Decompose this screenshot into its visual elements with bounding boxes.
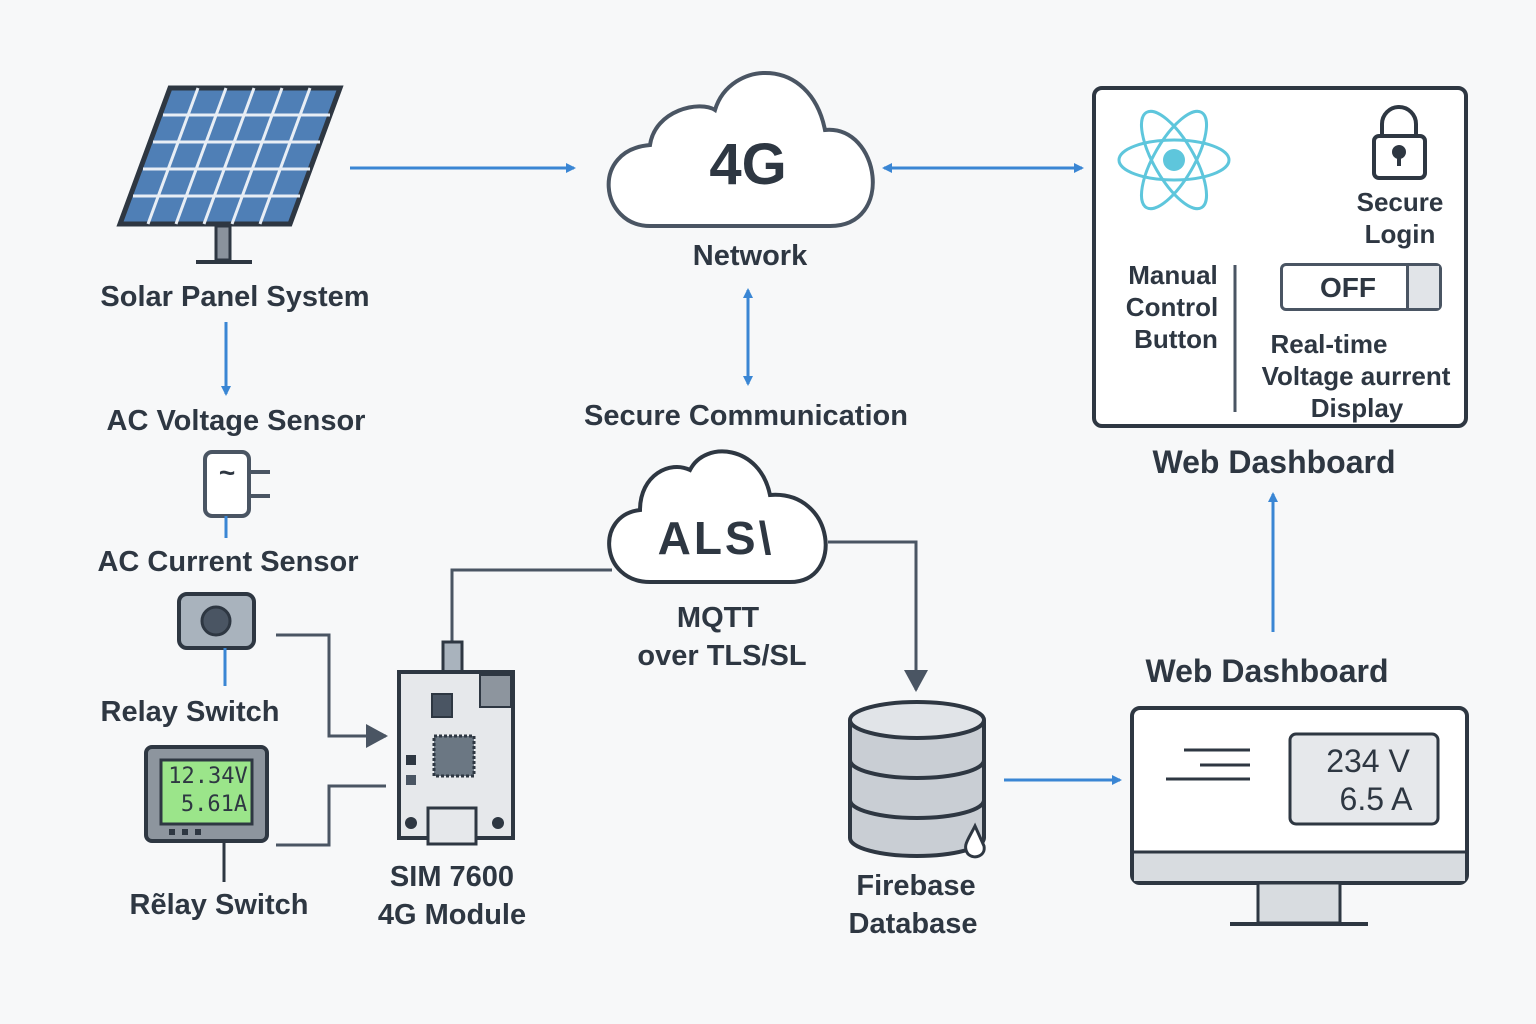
voltage-sensor-label: AC Voltage Sensor — [106, 405, 366, 437]
toggle-knob — [1406, 266, 1439, 308]
lock-icon — [1372, 105, 1427, 180]
monitor-current: 6.5 A — [1339, 781, 1413, 817]
secure-login-2: Login — [1364, 219, 1436, 249]
toggle-label: OFF — [1320, 272, 1376, 303]
tls-cloud-text: ALS\ — [657, 512, 775, 564]
secure-communication-label: Secure Communication — [584, 400, 908, 432]
solar-panel-label: Solar Panel System — [100, 281, 370, 313]
sine-glyph: ~ — [218, 457, 236, 488]
plug-sine-icon — [203, 450, 270, 538]
circuit-board-icon — [397, 640, 515, 846]
realtime-line-3: Display — [1310, 393, 1404, 423]
database-icon — [848, 700, 986, 859]
monitor-title: Web Dashboard — [1145, 653, 1389, 689]
secure-login-1: Secure — [1356, 187, 1444, 217]
sensor-module-icon — [177, 592, 256, 686]
firebase-label-1: Firebase — [856, 870, 976, 902]
tls-label: over TLS/SL — [637, 640, 807, 672]
dashboard-panel-title: Web Dashboard — [1152, 444, 1396, 480]
realtime-line-2: Voltage aurrent — [1261, 361, 1451, 391]
manual-line-3: Button — [1134, 324, 1218, 354]
connector-cloud-to-firebase — [828, 540, 928, 692]
meter-voltage: 12.34V — [168, 764, 248, 789]
meter-current: 5.61A — [180, 792, 248, 817]
solar-panel-icon — [116, 85, 344, 264]
monitor-voltage: 234 V — [1326, 743, 1410, 779]
relay-switch-label-2: Rẽlay Switch — [129, 889, 309, 921]
mqtt-label: MQTT — [676, 602, 760, 634]
cloud-icon — [606, 70, 875, 228]
monitor-icon — [1130, 706, 1469, 926]
realtime-line-1: Real-time — [1270, 329, 1388, 359]
current-sensor-label: AC Current Sensor — [97, 546, 359, 578]
react-atom-icon — [1117, 109, 1231, 211]
manual-line-1: Manual — [1128, 260, 1218, 290]
manual-control-toggle[interactable]: OFF — [1280, 263, 1442, 311]
connector-module-to-cloud — [450, 568, 612, 642]
connector-meter-to-module — [276, 784, 386, 847]
power-meter-icon — [144, 745, 269, 882]
firebase-label-2: Database — [848, 908, 978, 940]
manual-line-2: Control — [1125, 292, 1219, 322]
tls-cloud-icon — [607, 449, 828, 584]
connector-sensor-to-module — [276, 633, 388, 748]
relay-switch-label: Relay Switch — [100, 696, 280, 728]
network-label: Network — [692, 240, 808, 272]
network-cloud-text: 4G — [709, 132, 787, 197]
module-label-2: 4G Module — [377, 899, 527, 931]
module-label-1: SIM 7600 — [389, 861, 515, 893]
